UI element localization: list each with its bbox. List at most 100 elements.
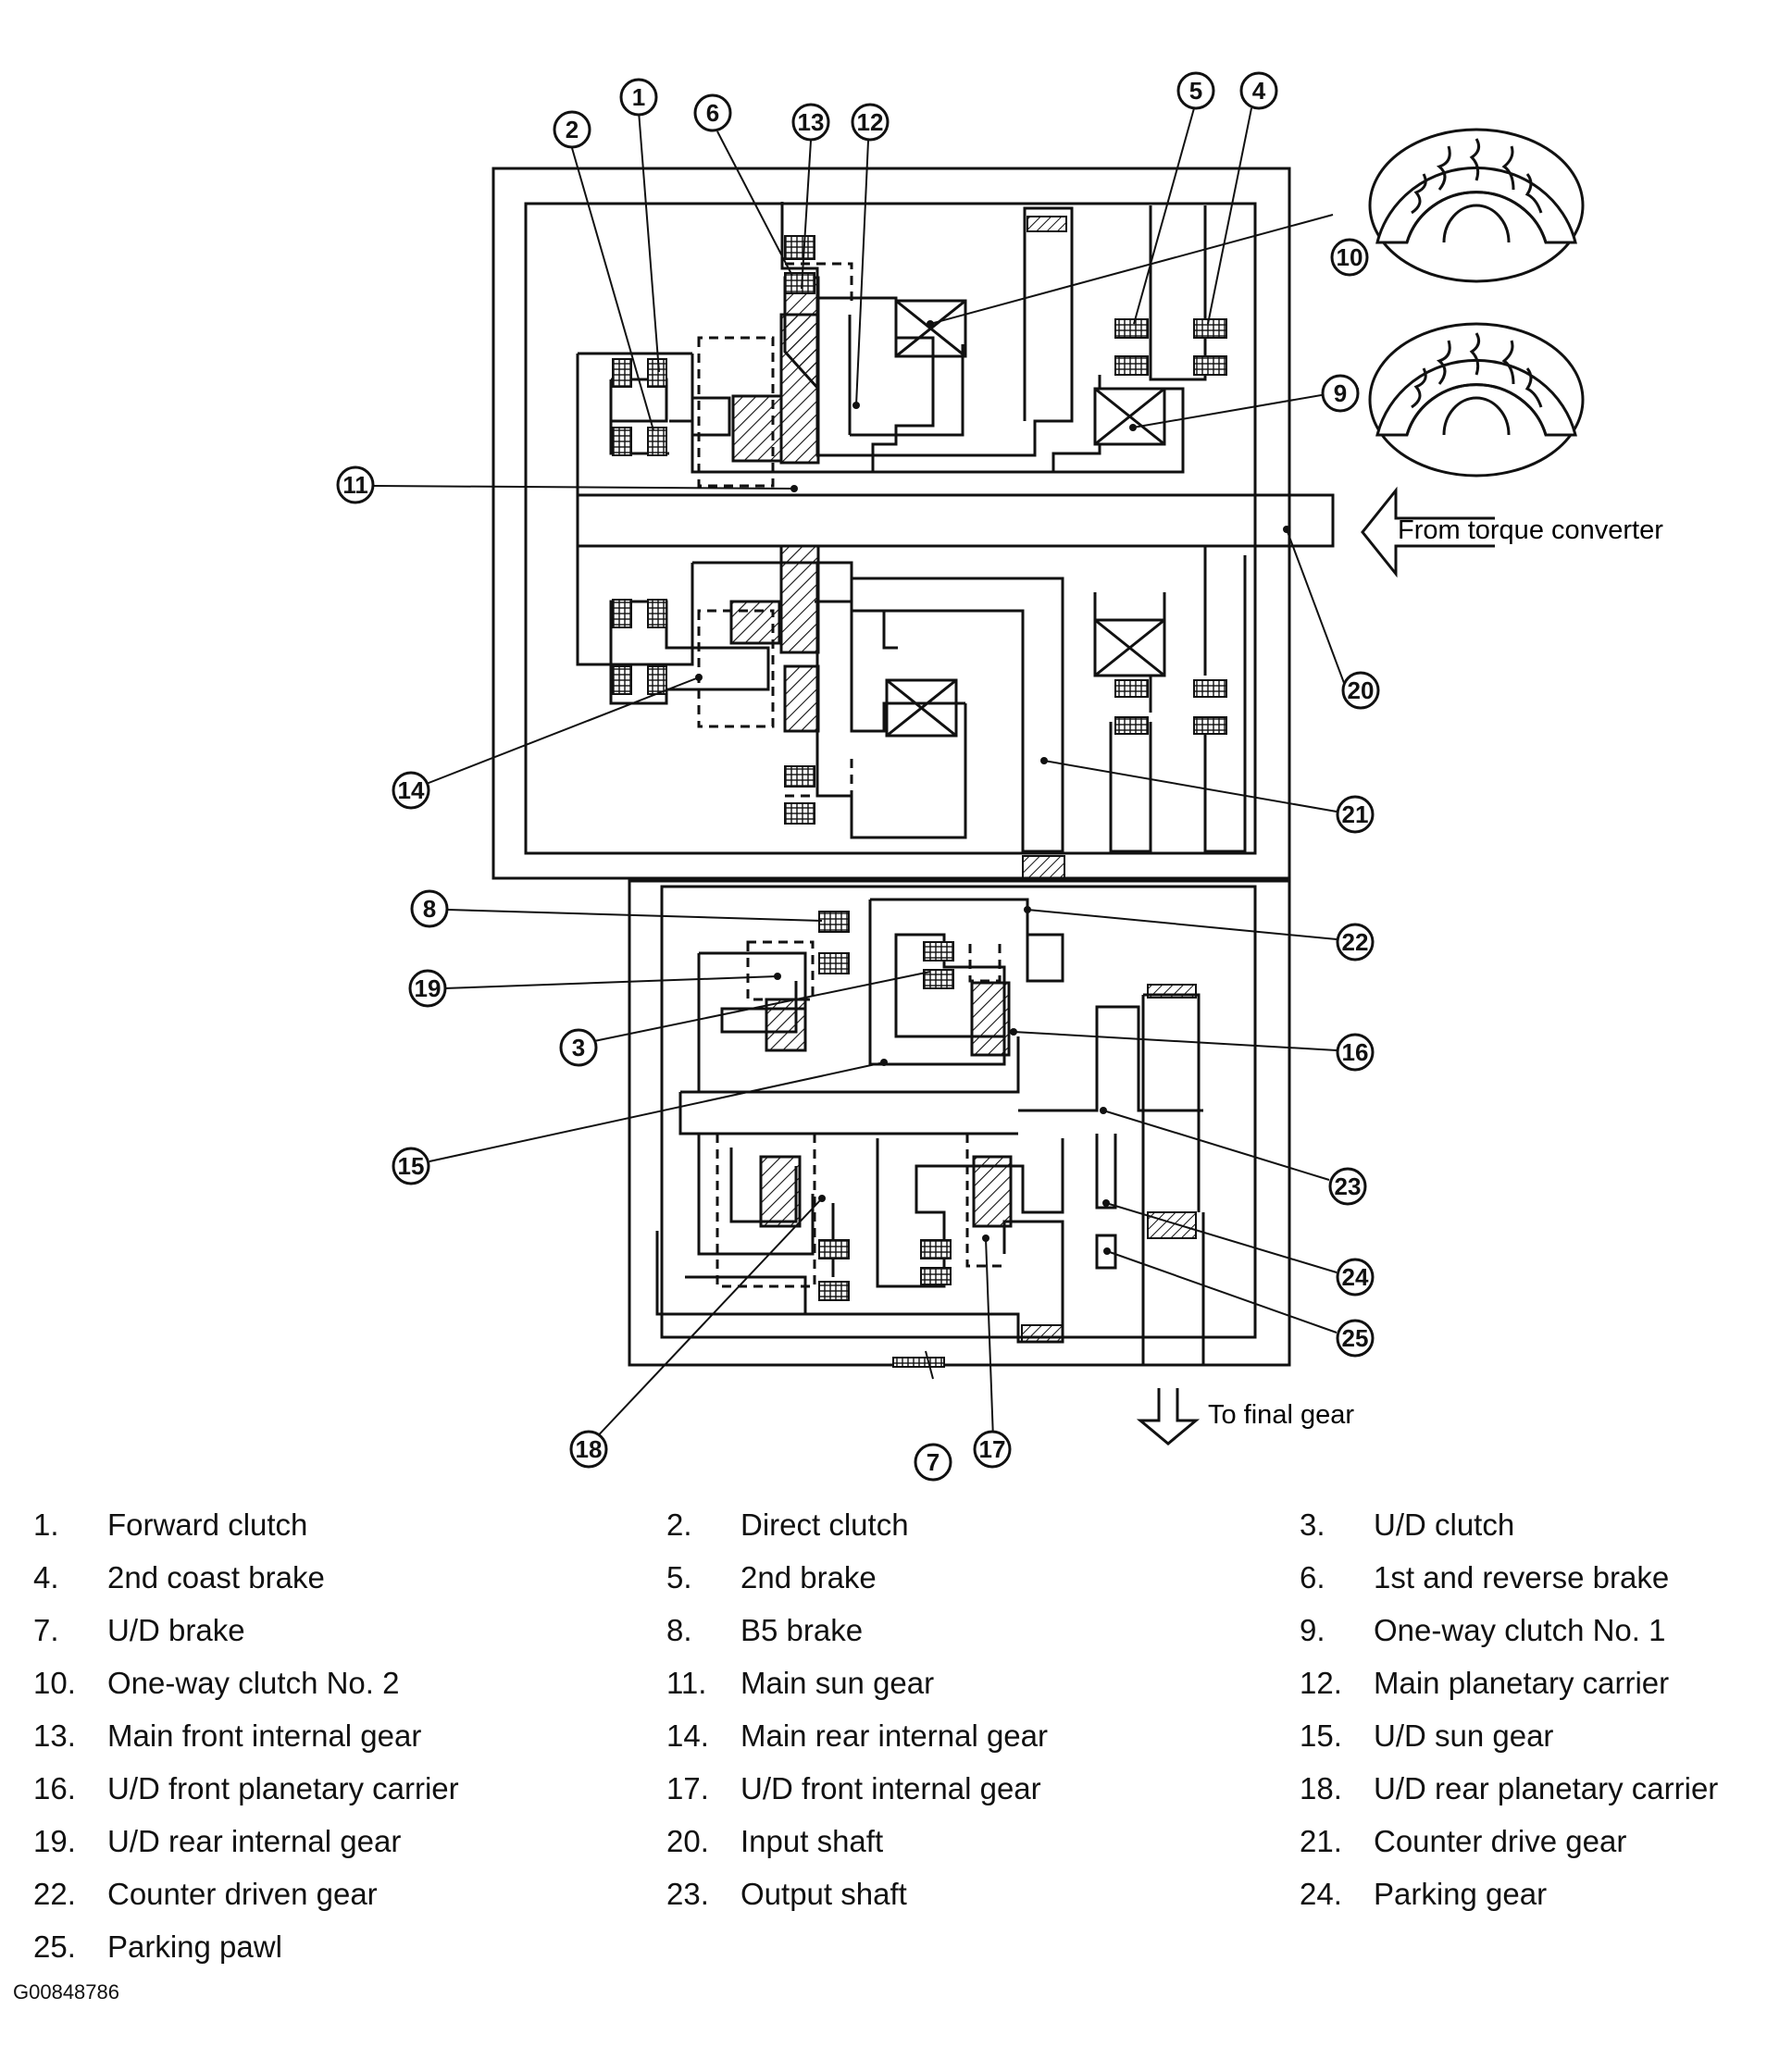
callout-circle xyxy=(791,103,830,142)
figure-id: G00848786 xyxy=(13,1980,119,2004)
dashed-ud-front xyxy=(970,944,1000,981)
legend-item: 4.2nd coast brake xyxy=(33,1560,325,1594)
callout-18: 18 xyxy=(569,1430,608,1469)
second-coast-brake-upper-2 xyxy=(1194,356,1226,375)
callout-12: 12 xyxy=(851,103,890,142)
callout-24: 24 xyxy=(1336,1258,1375,1297)
callout-number: 1 xyxy=(632,83,645,111)
legend-item: 9.One-way clutch No. 1 xyxy=(1300,1613,1666,1647)
legend-item: 12.Main planetary carrier xyxy=(1300,1666,1670,1700)
callout-21: 21 xyxy=(1336,795,1375,834)
legend-item: 11.Main sun gear xyxy=(666,1666,935,1700)
callout-17: 17 xyxy=(973,1430,1012,1469)
callout-circle xyxy=(1341,671,1380,710)
legend-item: 13.Main front internal gear xyxy=(33,1718,422,1753)
first-reverse-brake-b xyxy=(785,273,815,293)
callout-circle xyxy=(559,1028,598,1067)
callout-25: 25 xyxy=(1336,1319,1375,1358)
legend-item: 21.Counter drive gear xyxy=(1300,1824,1627,1858)
dashed-ud-upper xyxy=(748,942,813,999)
direct-clutch-upper xyxy=(648,428,666,455)
one-way-clutch-no1-body xyxy=(1095,389,1164,444)
second-coast-brake-upper xyxy=(1194,319,1226,338)
clutch-lower-left-a xyxy=(613,600,631,627)
ud-front-drum xyxy=(870,900,1004,1064)
callout-circle xyxy=(1239,71,1278,110)
ud-lower-drum-2 xyxy=(685,1203,833,1314)
callout-number: 11 xyxy=(342,471,368,499)
ud-sun-gear-shaft xyxy=(680,1036,1018,1134)
callout-23: 23 xyxy=(1328,1167,1367,1206)
callout-circle xyxy=(1336,923,1375,962)
callout-22: 22 xyxy=(1336,923,1375,962)
from-torque-converter-arrow xyxy=(1363,490,1495,574)
one-way-clutch-no1-lower-body xyxy=(1095,620,1164,676)
one-way-clutch-no2-inset xyxy=(1368,128,1585,283)
legend-item: 5.2nd brake xyxy=(666,1560,877,1594)
callout-circle xyxy=(914,1443,952,1482)
callout-number: 22 xyxy=(1342,928,1369,956)
legend-item: 19.U/D rear internal gear xyxy=(33,1824,402,1858)
second-brake-lower-plates xyxy=(1111,555,1245,851)
direct-clutch-lower xyxy=(648,666,666,694)
legend-item: 23.Output shaft xyxy=(666,1877,907,1911)
callout-number: 9 xyxy=(1334,379,1347,407)
one-way-clutch-no2-x xyxy=(896,301,965,356)
counter-driven-gear-teeth-upper xyxy=(1148,985,1196,998)
legend-item: 20.Input shaft xyxy=(666,1824,884,1858)
legend-item: 22.Counter driven gear xyxy=(33,1877,378,1911)
main-carrier-arm xyxy=(850,315,963,435)
dashed-carrier-lower-2 xyxy=(785,754,852,796)
second-brake-lower-a xyxy=(1115,680,1148,697)
ud-brake-bottom xyxy=(893,1358,944,1367)
callout-16: 16 xyxy=(1336,1033,1375,1072)
callout-number: 14 xyxy=(398,776,425,804)
callout-number: 17 xyxy=(979,1435,1006,1463)
parking-gear-teeth xyxy=(1022,1325,1063,1342)
ud-brake-plates-2 xyxy=(819,1282,849,1300)
legend-item: 16.U/D front planetary carrier xyxy=(33,1771,459,1805)
callout-5: 5 xyxy=(1176,71,1215,110)
second-coast-brake-lower-a xyxy=(1194,680,1226,697)
one-way-clutch-no2-lower-x xyxy=(887,680,956,736)
callout-number: 8 xyxy=(423,895,436,923)
first-reverse-brake-lower-a xyxy=(785,766,815,787)
callout-11: 11 xyxy=(336,465,375,504)
callout-number: 16 xyxy=(1342,1038,1369,1066)
callout-circle xyxy=(1330,238,1369,277)
second-brake-upper-drum xyxy=(1151,205,1205,379)
callout-number: 2 xyxy=(566,116,579,143)
second-brake-lower-drum xyxy=(1095,546,1205,713)
from-torque-converter-label: From torque converter xyxy=(1398,515,1663,545)
counter-drive-gear-teeth-upper xyxy=(1027,217,1066,231)
dashed-ud-lower-2 xyxy=(967,1134,1004,1266)
main-shaft-upper xyxy=(578,354,1053,495)
main-rear-gear-wedge xyxy=(785,666,818,731)
callout-13: 13 xyxy=(791,103,830,142)
dashed-carrier-upper-2 xyxy=(785,264,852,305)
parking-gear-shape xyxy=(1097,1134,1115,1208)
dashed-carrier-upper xyxy=(699,338,773,486)
second-brake-lower-b xyxy=(1115,717,1148,734)
b5-brake-plates xyxy=(819,912,849,932)
parking-pawl-shape xyxy=(1097,1235,1115,1268)
callout-circle xyxy=(851,103,890,142)
clutch-upper-left-b xyxy=(613,428,631,455)
callout-number: 20 xyxy=(1348,676,1375,704)
callout-circle xyxy=(392,1147,430,1185)
ud-front-pinion-lower xyxy=(974,1157,1011,1226)
to-final-gear-label: To final gear xyxy=(1208,1400,1354,1430)
counter-drive-gear-teeth-lower xyxy=(1023,856,1064,879)
callout-8: 8 xyxy=(410,889,449,928)
callout-number: 23 xyxy=(1335,1172,1362,1200)
one-way-clutch-no1-x xyxy=(1095,389,1164,444)
counter-driven-upper xyxy=(870,900,1063,981)
ud-rear-pinion-upper xyxy=(766,999,805,1050)
legend-item: 6.1st and reverse brake xyxy=(1300,1560,1670,1594)
legend-item: 15.U/D sun gear xyxy=(1300,1718,1554,1753)
main-case-inner xyxy=(526,204,1255,853)
callout-15: 15 xyxy=(392,1147,430,1185)
callout-4: 4 xyxy=(1239,71,1278,110)
first-reverse-brake-lower-b xyxy=(785,803,815,824)
forward-clutch-upper xyxy=(648,359,666,387)
